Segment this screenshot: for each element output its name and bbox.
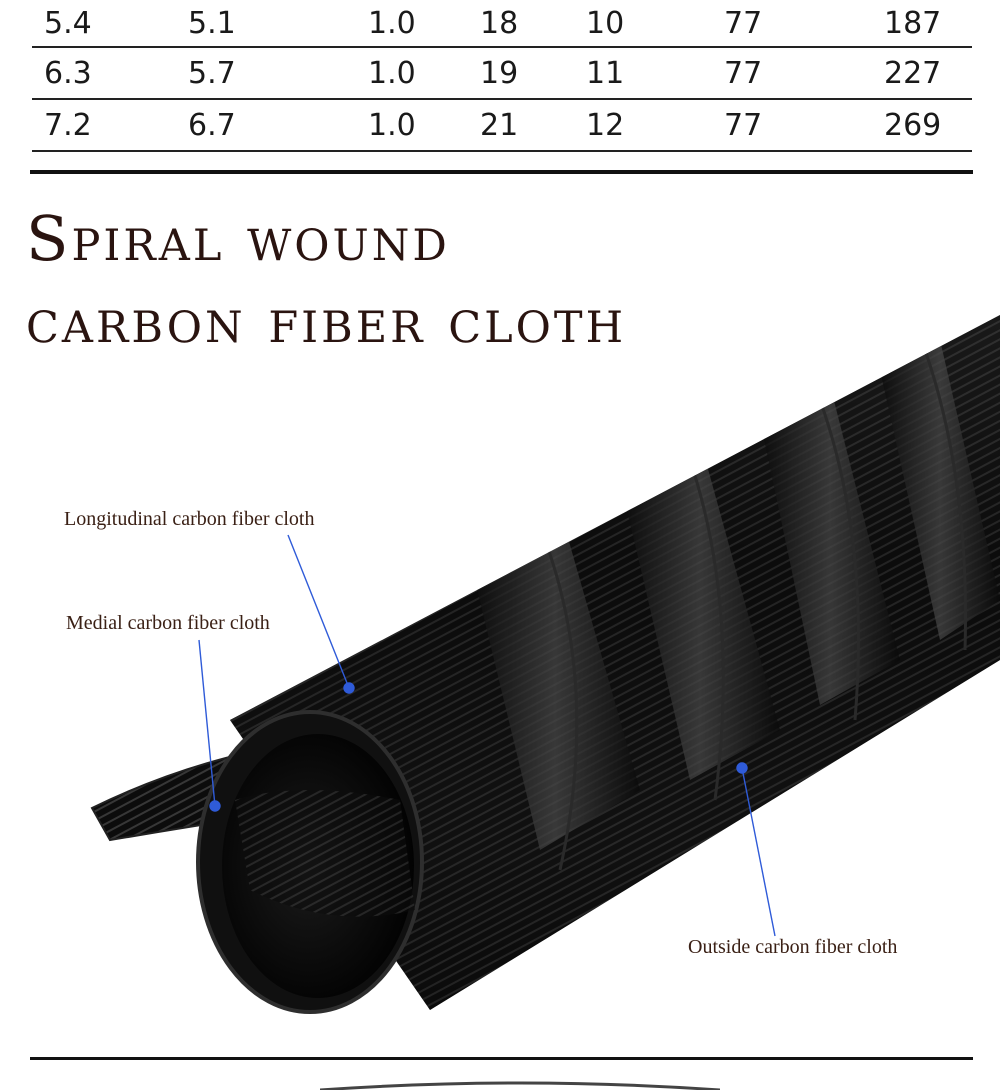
table-cell: 5.4 [32, 0, 176, 48]
table-cell: 1.0 [368, 47, 480, 100]
table-cell: 10 [586, 0, 724, 48]
table-cell: 6.7 [176, 99, 368, 152]
headline-line-1: Spiral wound [26, 202, 450, 275]
table-cell: 6.3 [32, 47, 176, 100]
callout-longitudinal: Longitudinal carbon fiber cloth [64, 508, 315, 530]
callout-medial: Medial carbon fiber cloth [66, 612, 270, 634]
table-cell: 77 [724, 0, 884, 48]
table-cell: 1.0 [368, 99, 480, 152]
table-cell: 5.1 [176, 0, 368, 48]
top-divider [30, 170, 973, 174]
table-cell: 21 [480, 99, 586, 152]
bottom-divider [30, 1057, 973, 1060]
table-cell: 77 [724, 99, 884, 152]
table-cell: 12 [586, 99, 724, 152]
table-cell: 5.7 [176, 47, 368, 100]
callout-outside: Outside carbon fiber cloth [688, 936, 898, 958]
table-cell: 77 [724, 47, 884, 100]
table-cell: 269 [884, 99, 972, 152]
carbon-rod-illustration [90, 315, 1000, 1014]
table-cell: 11 [586, 47, 724, 100]
next-section-edge [320, 1081, 720, 1090]
table-cell: 7.2 [32, 99, 176, 152]
pointer-lines [198, 534, 776, 937]
headline-line-2: carbon fiber cloth [26, 284, 627, 357]
table-cell: 187 [884, 0, 972, 48]
table-cell: 227 [884, 47, 972, 100]
table-cell: 19 [480, 47, 586, 100]
table-cell: 1.0 [368, 0, 480, 48]
table-cell: 18 [480, 0, 586, 48]
